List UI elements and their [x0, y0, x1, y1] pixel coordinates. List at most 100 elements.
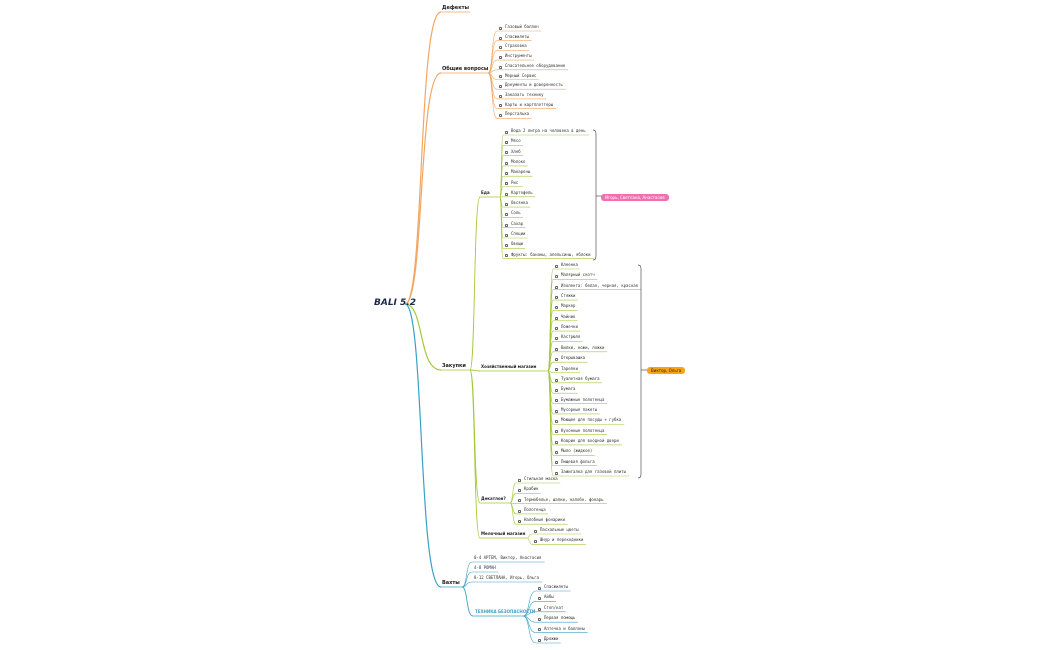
decathlon-leaf: Стильная маска: [524, 476, 558, 481]
household-leaf: Моющее для посуды + губка: [561, 417, 622, 423]
household-checkbox[interactable]: [555, 399, 558, 403]
food-assignee-tag: Игорь, Светлана, Анастасия: [601, 193, 669, 201]
safety-checkbox[interactable]: [538, 597, 541, 601]
food-leaf: Молоко: [511, 158, 526, 164]
general-checkbox[interactable]: [499, 65, 502, 69]
general-checkbox[interactable]: [499, 75, 502, 79]
decathlon-checkbox[interactable]: [518, 499, 521, 503]
household-checkbox[interactable]: [555, 285, 558, 289]
safety-edge: [522, 601, 537, 617]
household-leaf: Мусорные пакеты: [561, 406, 598, 412]
household-checkbox[interactable]: [555, 451, 558, 455]
decathlon-edge: [509, 482, 517, 504]
decathlon-leaf: Крабик: [524, 486, 539, 492]
decathlon-edge: [509, 502, 517, 525]
decathlon-leaf: Термобелье, шапки, налобн. фонарь: [524, 496, 604, 502]
smallshop-checkbox[interactable]: [534, 540, 537, 544]
household-checkbox[interactable]: [555, 264, 558, 268]
household-checkbox[interactable]: [555, 275, 558, 279]
watches-leaf: 0-4 АРТЕМ, Виктор, Анастасия: [474, 555, 542, 560]
household-checkbox[interactable]: [555, 378, 558, 382]
decathlon-checkbox[interactable]: [518, 520, 521, 523]
smallshop-checkbox[interactable]: [534, 529, 537, 533]
general-checkbox[interactable]: [499, 85, 502, 88]
safety-checkbox[interactable]: [538, 638, 541, 642]
household-checkbox[interactable]: [555, 440, 558, 444]
decathlon-checkbox[interactable]: [518, 489, 521, 493]
food-checkbox[interactable]: [505, 141, 508, 145]
general-checkbox[interactable]: [499, 36, 502, 40]
general-leaf: Спасательное оборудование: [505, 62, 566, 68]
safety-checkbox[interactable]: [538, 607, 541, 611]
food-checkbox[interactable]: [505, 151, 508, 155]
decathlon-checkbox[interactable]: [518, 509, 521, 513]
watches-leaf: 8-12 СВЕТЛАНА, Игорь, Ольга: [474, 575, 540, 580]
food-checkbox[interactable]: [505, 223, 508, 227]
food-checkbox[interactable]: [505, 254, 508, 258]
general-checkbox[interactable]: [499, 55, 502, 59]
general-leaf: Документы и доверенность: [505, 82, 563, 88]
food-leaf: Картофель: [511, 189, 533, 195]
safety-checkbox[interactable]: [538, 586, 541, 590]
watches-edge: [461, 581, 473, 588]
household-checkbox[interactable]: [555, 471, 558, 475]
household-checkbox[interactable]: [555, 295, 558, 299]
food-leaf: Хлеб: [511, 148, 521, 154]
group-smallshop-edge: [469, 369, 481, 539]
group-household-edge: [469, 369, 481, 372]
general-checkbox[interactable]: [499, 26, 502, 30]
general-checkbox[interactable]: [499, 46, 502, 50]
food-checkbox[interactable]: [505, 233, 508, 237]
household-checkbox[interactable]: [555, 420, 558, 424]
household-checkbox[interactable]: [555, 316, 558, 320]
smallshop-leaf: Пасхальные цветы: [540, 527, 579, 532]
food-checkbox[interactable]: [505, 130, 508, 134]
group-household-title: Хозяйственный магазин: [481, 364, 537, 369]
household-checkbox[interactable]: [555, 461, 558, 465]
group-smallshop-title: Мелочный магазин: [481, 531, 526, 536]
food-checkbox[interactable]: [505, 213, 508, 217]
household-checkbox[interactable]: [555, 430, 558, 434]
household-checkbox[interactable]: [555, 337, 558, 341]
smallshop-edge: [526, 537, 533, 545]
safety-checkbox[interactable]: [538, 618, 541, 621]
household-checkbox[interactable]: [555, 357, 558, 361]
group-food-edge: [469, 196, 481, 371]
general-checkbox[interactable]: [499, 94, 502, 98]
decathlon-leaf: Полотенца: [524, 506, 546, 512]
household-checkbox[interactable]: [555, 326, 558, 330]
general-checkbox[interactable]: [499, 104, 502, 108]
food-checkbox[interactable]: [505, 244, 508, 248]
food-checkbox[interactable]: [505, 172, 508, 175]
food-checkbox[interactable]: [505, 161, 508, 165]
household-checkbox[interactable]: [555, 306, 558, 310]
safety-edge: [522, 615, 537, 633]
household-checkbox[interactable]: [555, 347, 558, 351]
household-leaf: Туалетная бумага: [561, 375, 600, 381]
smallshop-leaf: Шнур и переходники: [540, 537, 584, 543]
household-leaf: Клеенка: [561, 262, 578, 267]
watches-edge: [461, 571, 473, 588]
general-checkbox[interactable]: [499, 114, 502, 118]
food-leaf: Макароны: [511, 169, 531, 175]
root-node: BALI 5.2: [374, 298, 416, 308]
food-leaf: Овощи: [511, 241, 524, 247]
smallshop-edge: [526, 533, 533, 539]
household-checkbox[interactable]: [555, 368, 558, 372]
household-checkbox[interactable]: [555, 389, 558, 392]
branch-general-title: Общие вопросы: [442, 66, 489, 72]
food-checkbox[interactable]: [505, 202, 508, 206]
household-checkbox[interactable]: [555, 409, 558, 413]
food-checkbox[interactable]: [505, 192, 508, 196]
food-checkbox[interactable]: [505, 182, 508, 186]
decathlon-checkbox[interactable]: [518, 478, 521, 482]
food-leaf: Овсянка: [511, 200, 528, 206]
safety-leaf: Айбы: [544, 594, 554, 600]
household-edge: [547, 370, 554, 477]
general-leaf: Карты и картплоттеры: [505, 101, 554, 107]
safety-checkbox[interactable]: [538, 628, 541, 632]
general-leaf: Газовый баллон: [505, 24, 539, 29]
food-leaf: Мясо: [511, 138, 521, 144]
household-leaf: Зажигалка для газовой плиты: [561, 469, 627, 474]
